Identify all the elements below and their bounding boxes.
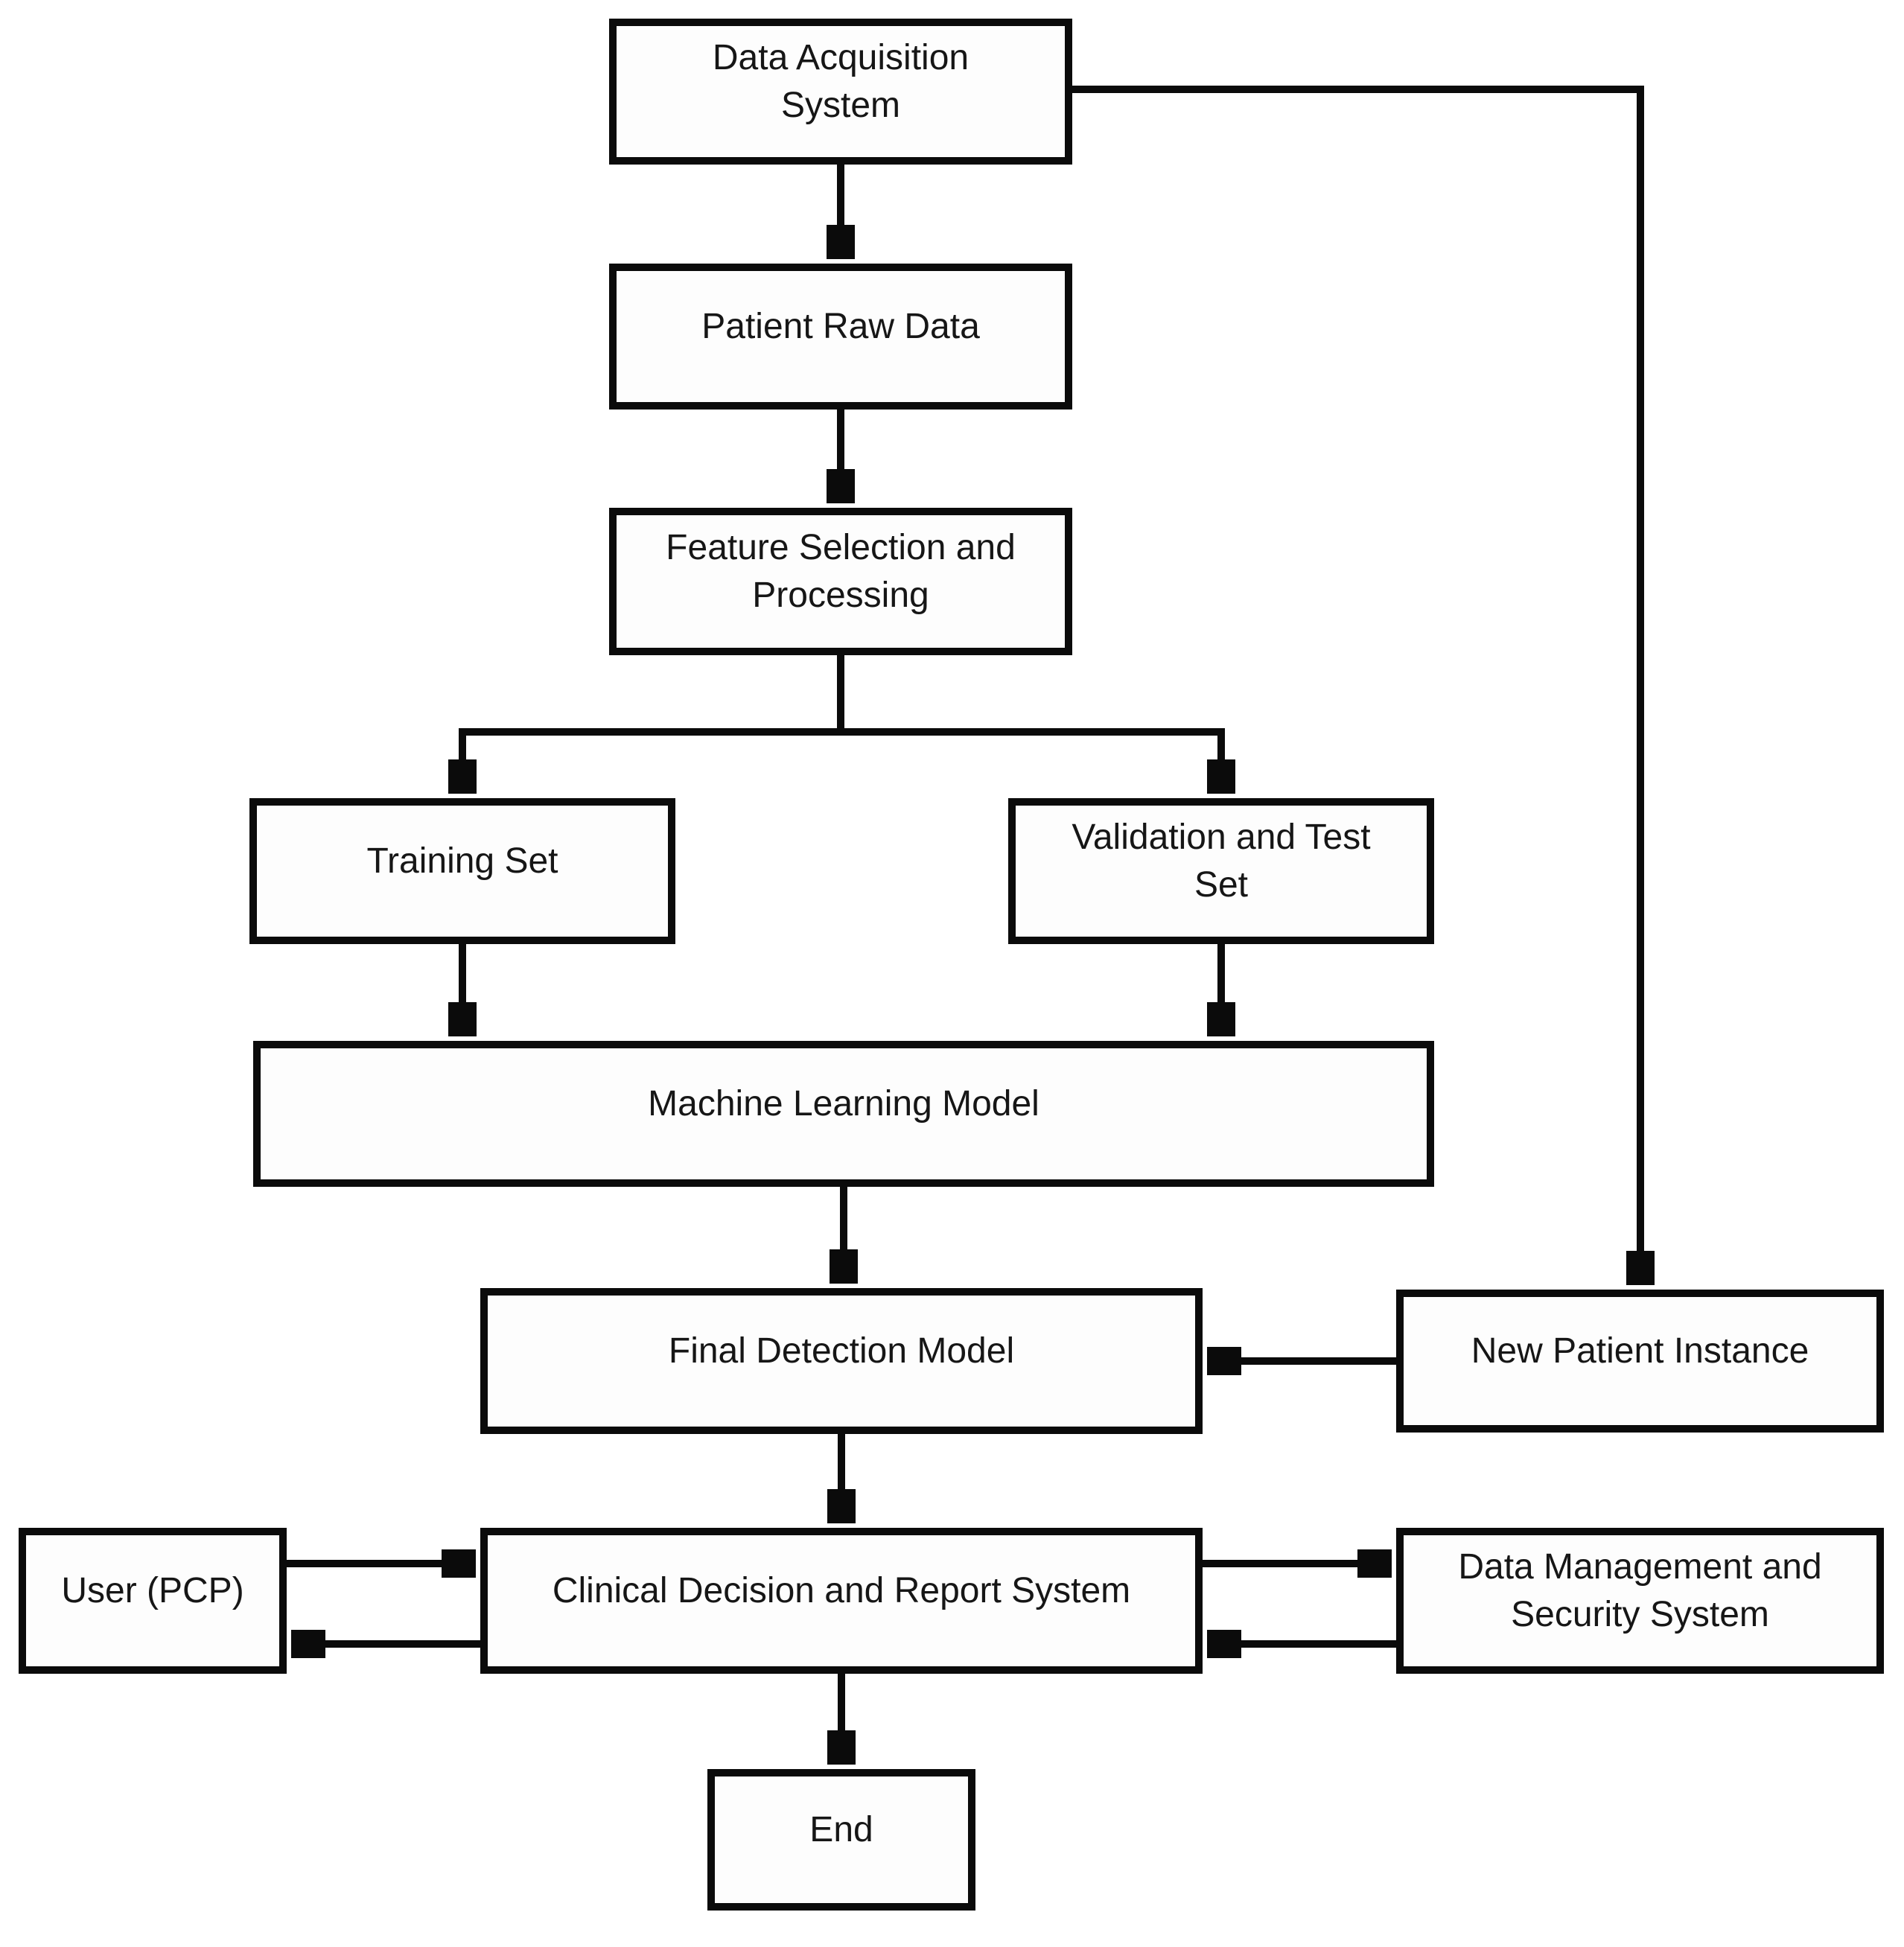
node-label: Validation and Test Set — [1072, 817, 1371, 905]
node-machine-learning-model: Machine Learning Model — [253, 1041, 1434, 1187]
node-data-management-and-security-system: Data Management and Security System — [1396, 1528, 1884, 1674]
node-label: User (PCP) — [61, 1570, 244, 1610]
node-validation-and-test-set: Validation and Test Set — [1008, 798, 1434, 944]
node-label: New Patient Instance — [1471, 1331, 1809, 1371]
node-final-detection-model: Final Detection Model — [480, 1288, 1203, 1434]
node-user-pcp: User (PCP) — [19, 1528, 287, 1674]
edge-data-acquisition-to-new-patient-instance — [1072, 86, 1640, 1282]
node-training-set: Training Set — [249, 798, 675, 944]
node-label: Patient Raw Data — [701, 306, 980, 346]
node-label: Data Management and Security System — [1458, 1546, 1822, 1634]
node-patient-raw-data: Patient Raw Data — [609, 264, 1072, 410]
node-new-patient-instance: New Patient Instance — [1396, 1290, 1884, 1433]
node-data-acquisition-system: Data Acquisition System — [609, 19, 1072, 165]
node-label: Data Acquisition System — [712, 37, 969, 125]
node-label: Feature Selection and Processing — [666, 527, 1016, 615]
node-clinical-decision-and-report-system: Clinical Decision and Report System — [480, 1528, 1203, 1674]
node-label: Clinical Decision and Report System — [552, 1570, 1131, 1610]
node-label: Final Detection Model — [668, 1331, 1015, 1371]
node-end: End — [707, 1769, 975, 1911]
node-label: Machine Learning Model — [648, 1083, 1039, 1124]
node-label: Training Set — [366, 841, 558, 881]
node-feature-selection-and-processing: Feature Selection and Processing — [609, 508, 1072, 655]
node-label: End — [809, 1809, 873, 1849]
